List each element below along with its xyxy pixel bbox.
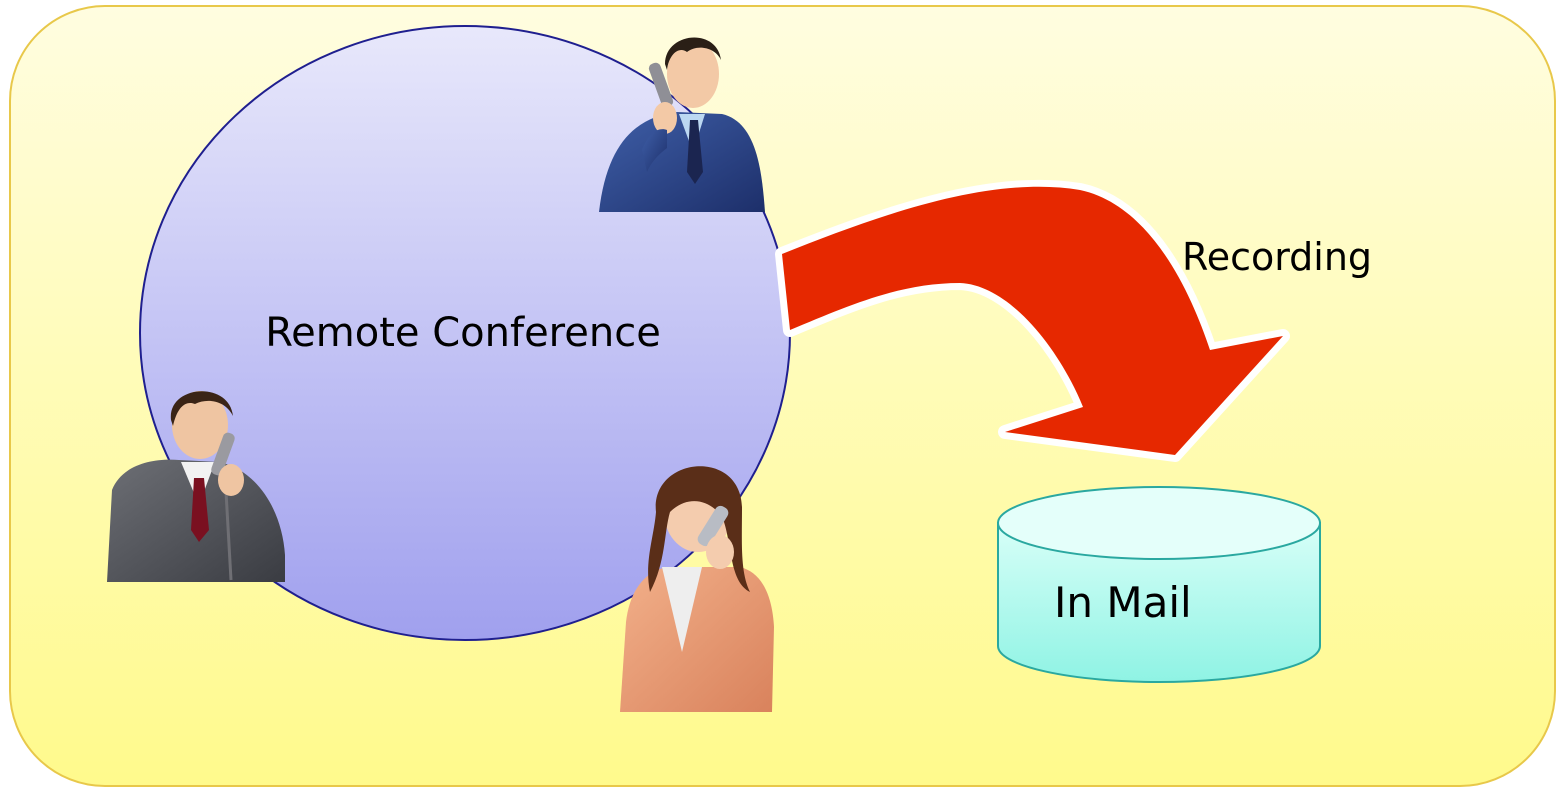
recording-label: Recording — [1182, 235, 1372, 279]
in-mail-storage-cylinder — [997, 486, 1321, 683]
storage-label: In Mail — [1054, 578, 1192, 627]
businesswoman-phone-icon — [620, 466, 774, 712]
businessman-phone-icon — [599, 37, 765, 212]
conference-label: Remote Conference — [265, 310, 661, 356]
recording-arrow — [775, 179, 1290, 462]
businessman-phone-icon — [107, 391, 285, 582]
